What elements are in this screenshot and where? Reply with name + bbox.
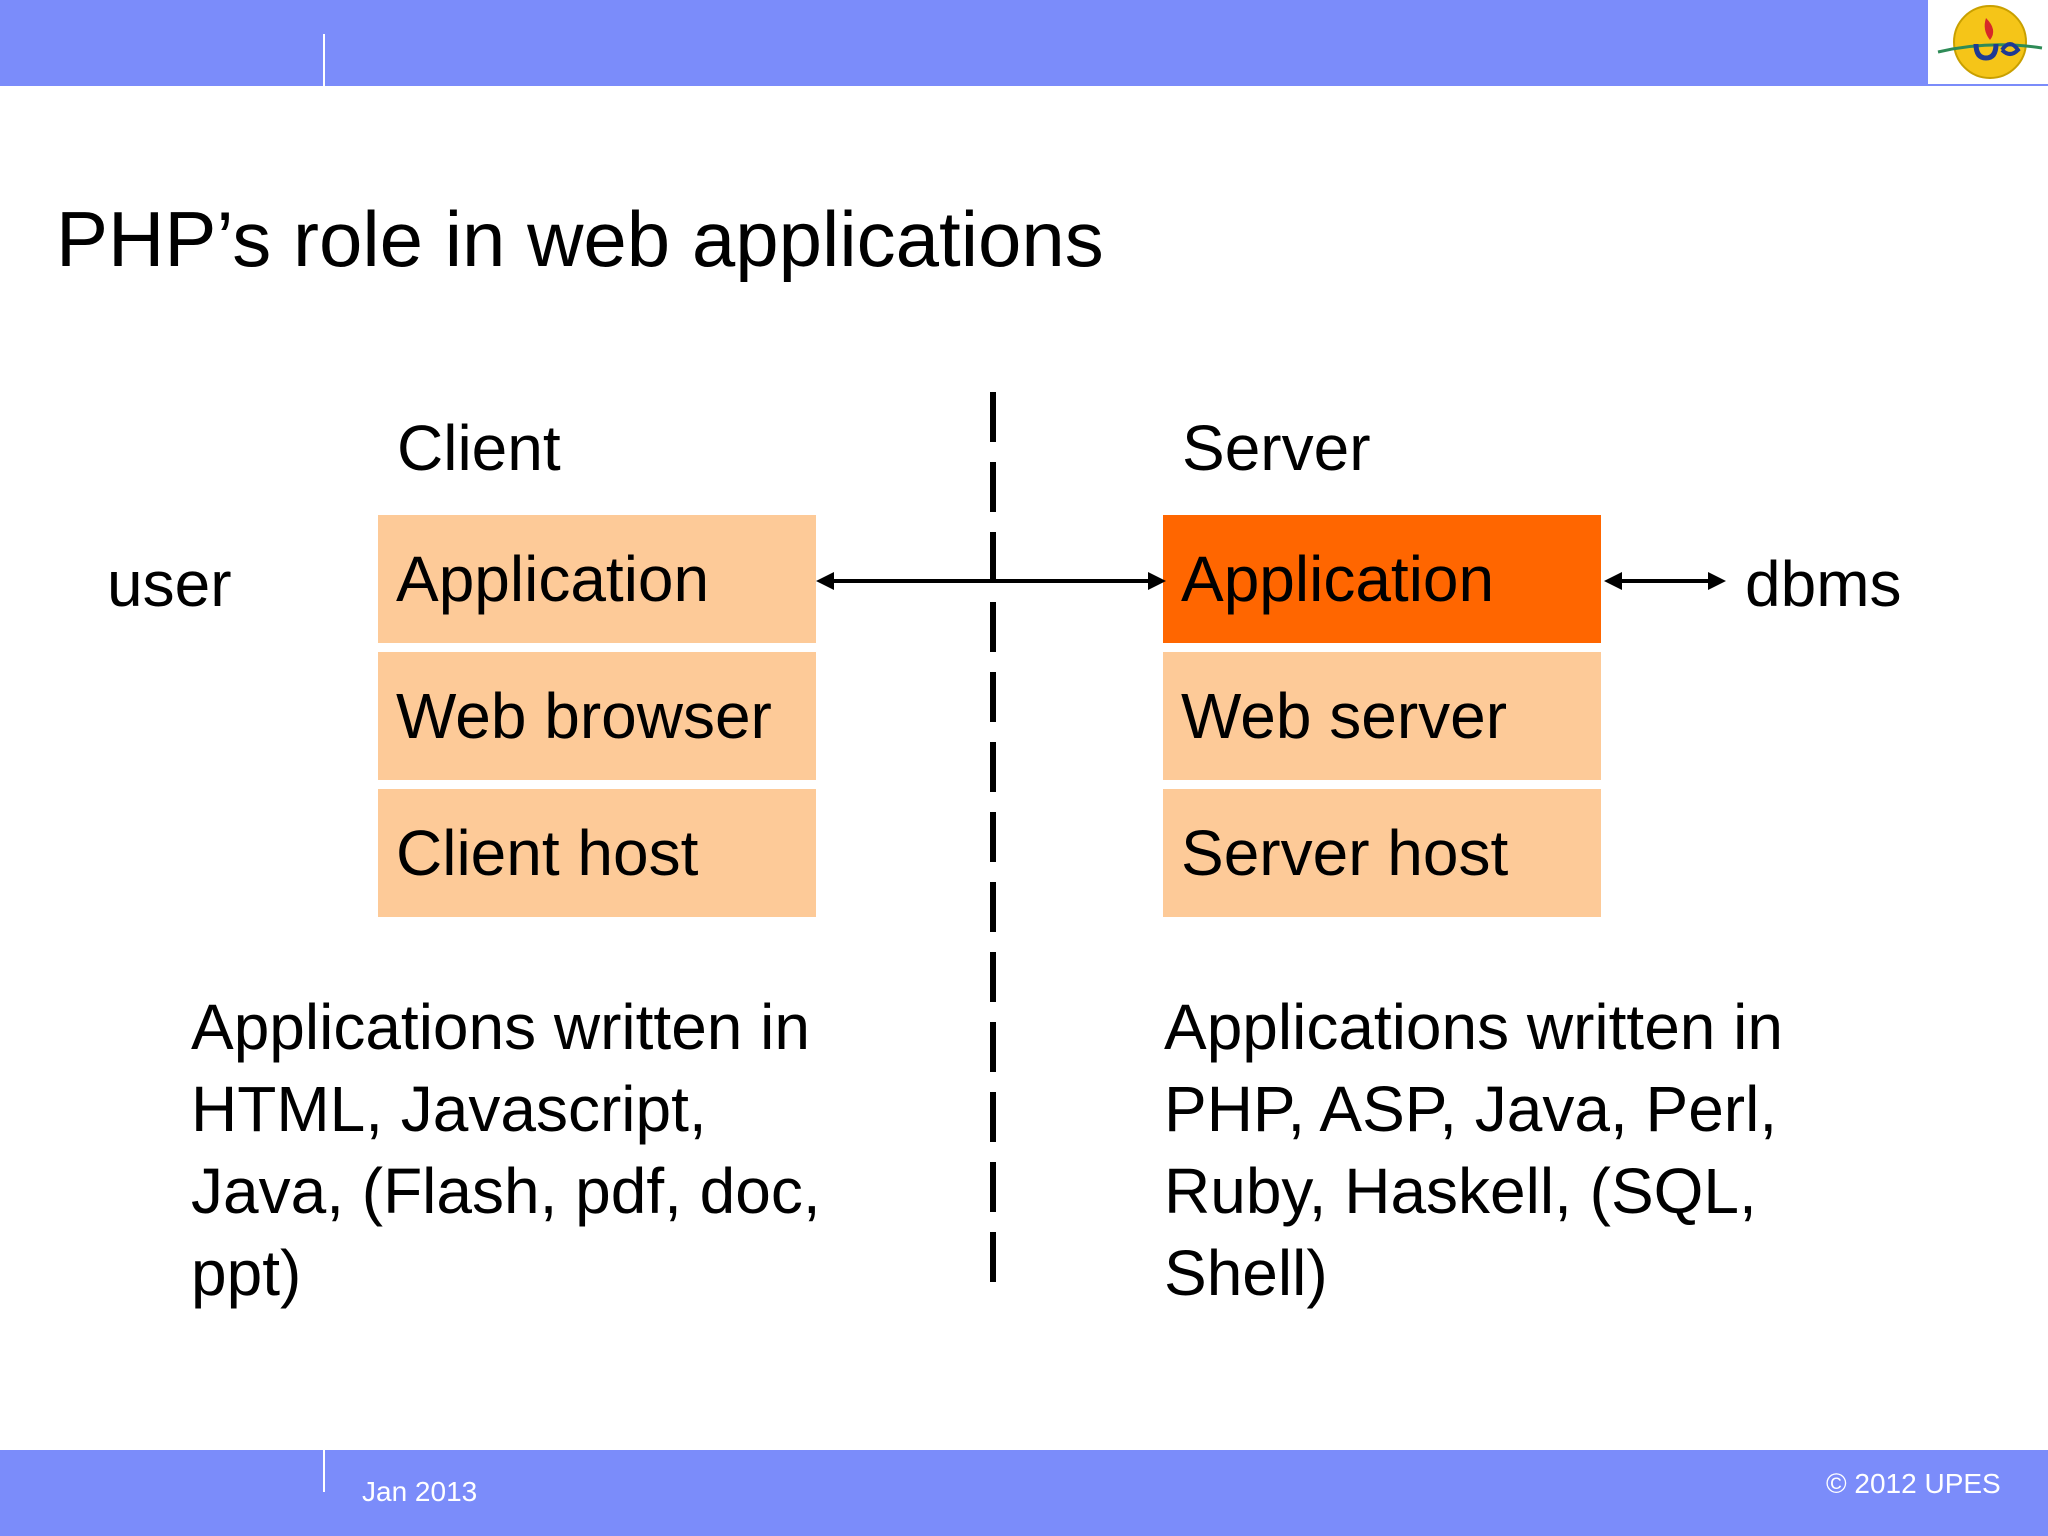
footer-divider [323,1450,325,1492]
user-label: user [107,548,232,620]
client-description-line: Java, (Flash, pdf, doc, [191,1155,821,1227]
client-server-arrow [816,572,1166,590]
logo-emblem-icon [1937,5,2043,79]
client-server-divider [990,392,996,1292]
server-layer-web-server: Web server [1163,652,1601,780]
client-layer-web-browser: Web browser [378,652,816,780]
dbms-label: dbms [1745,548,1902,620]
client-description-line: HTML, Javascript, [191,1073,707,1145]
header-divider [323,34,325,86]
server-dbms-arrow [1604,572,1726,590]
client-description-line: ppt) [191,1237,302,1309]
server-layer-server-host: Server host [1163,789,1601,917]
upes-logo [1928,0,2048,84]
footer-band [0,1450,2048,1536]
server-description: Applications written in PHP, ASP, Java, … [1164,986,1884,1314]
server-description-line: PHP, ASP, Java, Perl, [1164,1073,1778,1145]
server-layer-application: Application [1163,515,1601,643]
footer-copyright: © 2012 UPES [1826,1468,2001,1499]
server-heading: Server [1182,412,1371,484]
client-layer-client-host: Client host [378,789,816,917]
client-layer-application: Application [378,515,816,643]
slide-title: PHP’s role in web applications [56,195,1104,283]
header-band [0,0,2048,86]
footer-date: Jan 2013 [362,1476,478,1507]
client-description: Applications written in HTML, Javascript… [191,986,911,1314]
client-description-line: Applications written in [191,991,810,1063]
client-heading: Client [397,412,561,484]
server-description-line: Applications written in [1164,991,1783,1063]
server-description-line: Ruby, Haskell, (SQL, [1164,1155,1757,1227]
server-description-line: Shell) [1164,1237,1328,1309]
